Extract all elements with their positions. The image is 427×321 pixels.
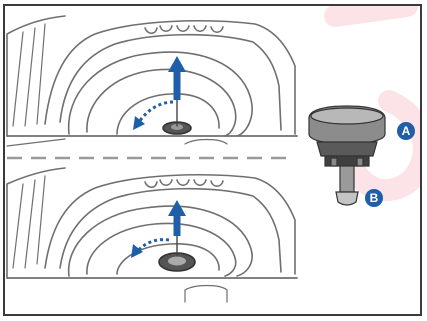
bottom-vent-slots [145, 180, 223, 187]
top-rotation-arrow [139, 102, 173, 122]
callout-a: A [397, 122, 415, 140]
top-vent-slots [145, 26, 223, 33]
diagram-frame: A B [3, 4, 422, 316]
bottom-panel [7, 168, 297, 302]
callout-b: B [365, 189, 383, 207]
spare-wheel-diagram [5, 6, 420, 314]
top-rotation-arrowhead [133, 116, 145, 130]
bottom-rotation-arrowhead [131, 244, 143, 258]
top-panel [7, 16, 297, 146]
